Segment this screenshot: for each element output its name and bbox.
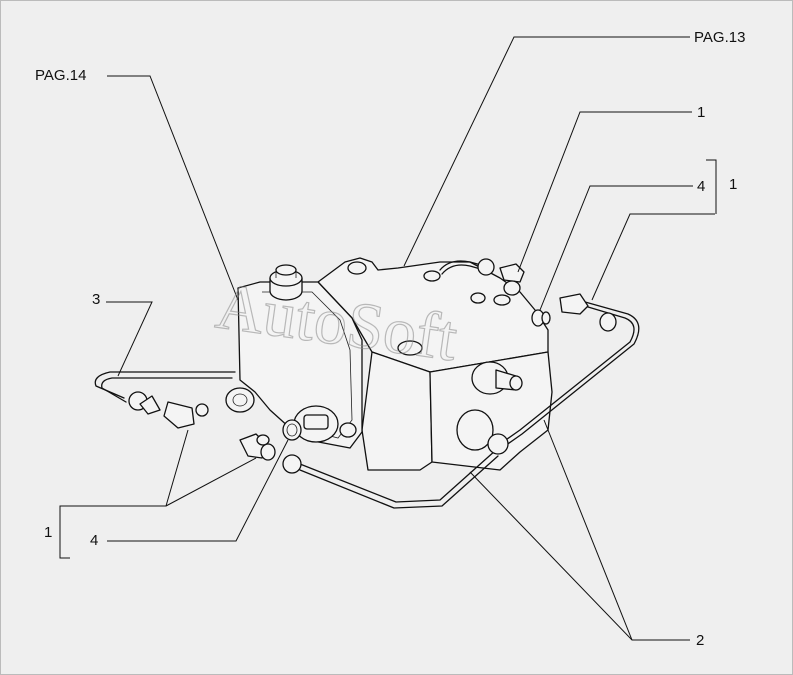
valve-block [225,257,553,471]
pipe-right-loop [499,293,640,449]
label-pag14: PAG.14 [35,67,86,84]
label-part-4-right: 4 [697,178,705,195]
label-part-1-right-bracket: 1 [729,176,737,193]
pipe-left [94,371,236,429]
label-part-4-left: 4 [90,532,98,549]
label-part-3: 3 [92,291,100,308]
seal-ring [282,419,302,441]
label-pag13: PAG.13 [694,29,745,46]
label-part-1-left-bracket: 1 [44,524,52,541]
pipe-top-right [439,258,525,296]
part-labels: PAG.14 PAG.13 1 4 1 3 1 4 2 [35,29,745,649]
label-part-2: 2 [696,632,704,649]
label-part-1-top: 1 [697,104,705,121]
elbow-fitting-left [239,433,276,461]
leader-lines [59,36,717,641]
pipe-bottom [282,433,509,509]
